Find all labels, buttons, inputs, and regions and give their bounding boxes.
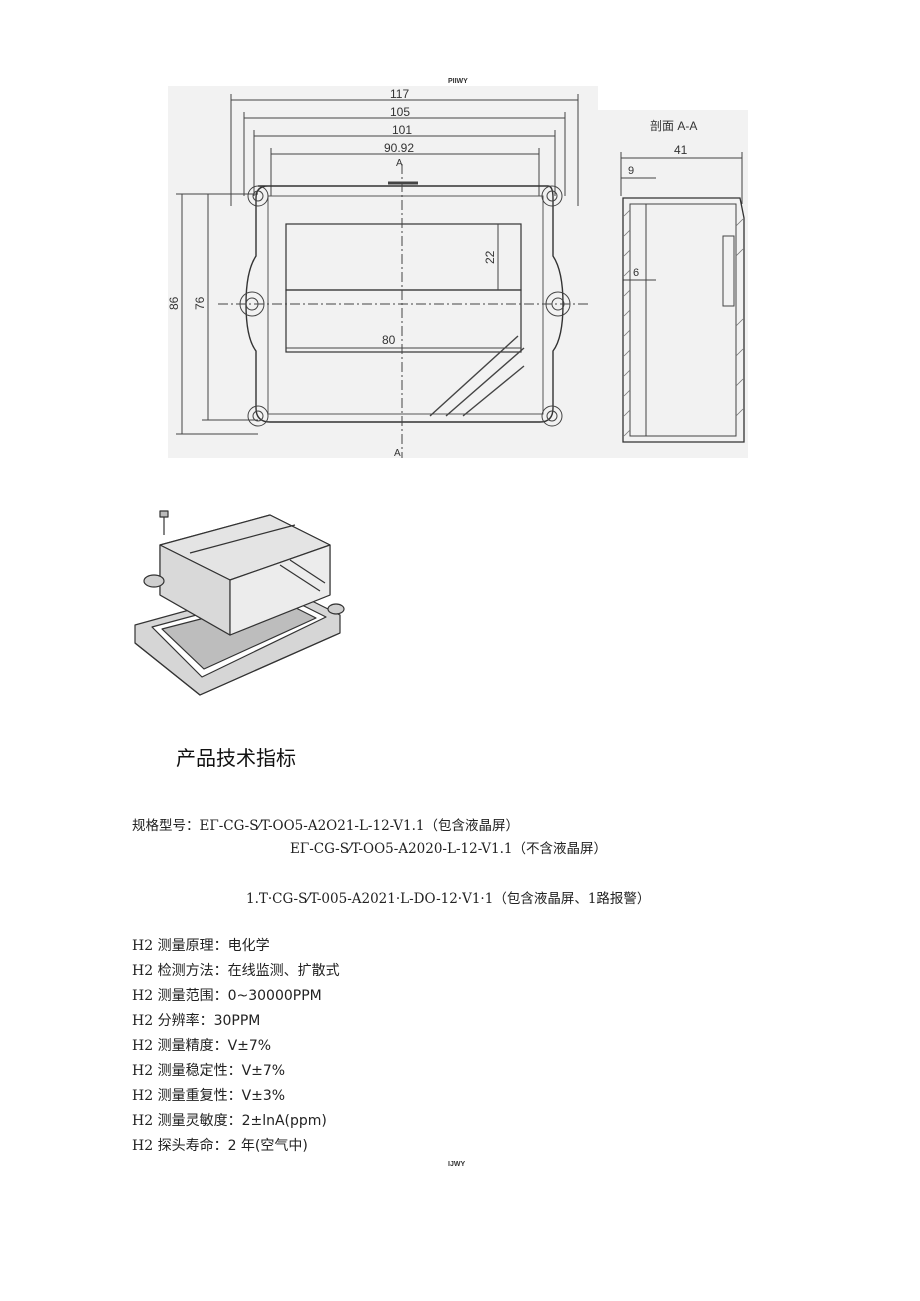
spec-row: H2 测量灵敏度：2±lnA(ppm) <box>132 1110 327 1130</box>
drawing-background-front <box>168 86 598 458</box>
spec-row: H2 测量稳定性：V±7% <box>132 1060 285 1080</box>
section-title: 产品技术指标 <box>176 746 296 770</box>
dim-101: 101 <box>392 123 412 137</box>
spec-value: V±3% <box>241 1088 286 1104</box>
spec-label: H2 测量范围： <box>132 988 228 1004</box>
model-prefix: 规格型号： <box>132 818 200 834</box>
spec-label: H2 测量精度： <box>132 1038 228 1054</box>
spec-label: H2 分辨率： <box>132 1013 214 1029</box>
model-line-2: EΓ-CG-S⁄T-OO5-A2020-L-12-V1.1（不含液晶屏） <box>290 841 607 857</box>
spec-value: 30PPM <box>213 1013 261 1029</box>
dim-22: 22 <box>483 250 497 264</box>
section-marker-bottom: A <box>394 448 401 458</box>
spec-label: H2 测量重复性： <box>132 1088 242 1104</box>
dim-41: 41 <box>674 143 688 157</box>
section-marker-top: A <box>396 158 403 169</box>
spec-value: 2 年(空气中) <box>227 1138 308 1154</box>
dim-76: 76 <box>193 296 207 310</box>
header-mark: PIIWY <box>448 78 468 85</box>
dim-6: 6 <box>633 267 639 279</box>
model-line-3: 1.T·CG-S⁄T-005-A2021·L-DO-12·V1·1（包含液晶屏、… <box>246 891 651 907</box>
side-section-title: 剖面 A-A <box>650 119 697 133</box>
dim-9: 9 <box>628 165 634 177</box>
spec-label: H2 测量原理： <box>132 938 228 954</box>
model-value-1: EΓ-CG-S⁄T-OO5-A2O21-L-12-V1.1（包含液晶屏） <box>199 818 519 834</box>
spec-value: 0~30000PPM <box>227 988 322 1004</box>
dim-86: 86 <box>168 296 181 310</box>
spec-row: H2 测量原理：电化学 <box>132 935 270 955</box>
technical-drawing: 117 105 101 90.92 A A 80 86 76 22 剖面 A-A… <box>168 86 748 458</box>
spec-row: H2 测量范围：0~30000PPM <box>132 985 322 1005</box>
spec-label: H2 测量灵敏度： <box>132 1113 242 1129</box>
spec-value: V±7% <box>227 1038 272 1054</box>
spec-value: 在线监测、扩散式 <box>227 963 340 979</box>
spec-row: H2 探头寿命：2 年(空气中) <box>132 1135 308 1155</box>
footer-mark: IJWY <box>448 1161 466 1168</box>
spec-row: H2 测量重复性：V±3% <box>132 1085 285 1105</box>
spec-row: H2 检测方法：在线监测、扩散式 <box>132 960 340 980</box>
spec-label: H2 测量稳定性： <box>132 1063 242 1079</box>
spec-row: H2 分辨率：30PPM <box>132 1010 260 1030</box>
spec-value: 电化学 <box>227 938 270 954</box>
dim-90-92: 90.92 <box>384 141 414 155</box>
spec-label: H2 探头寿命： <box>132 1138 228 1154</box>
spec-value: V±7% <box>241 1063 286 1079</box>
dim-117: 117 <box>390 87 409 101</box>
spec-row: H2 测量精度：V±7% <box>132 1035 271 1055</box>
spec-label: H2 检测方法： <box>132 963 228 979</box>
dim-105: 105 <box>390 105 410 119</box>
dim-80: 80 <box>382 333 396 347</box>
spec-value: 2±lnA(ppm) <box>241 1113 327 1129</box>
model-line-1: 规格型号：EΓ-CG-S⁄T-OO5-A2O21-L-12-V1.1（包含液晶屏… <box>132 814 519 834</box>
isometric-illustration <box>134 510 345 696</box>
